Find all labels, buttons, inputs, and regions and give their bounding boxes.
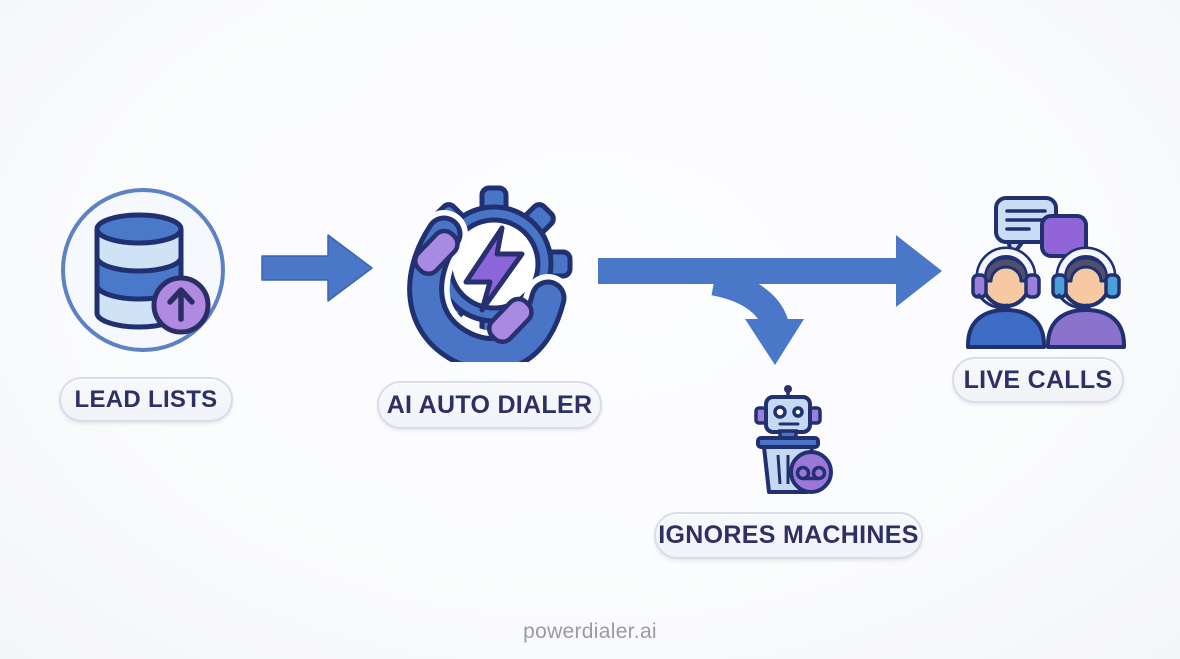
label-live-calls: LIVE CALLS (952, 357, 1124, 403)
robot-trash-voicemail-icon (754, 385, 833, 494)
brand-footer: powerdialer.ai (0, 620, 1180, 644)
upload-arrow-badge (151, 275, 211, 335)
agent-right (1046, 246, 1126, 349)
voicemail-badge (789, 450, 833, 494)
label-lead-lists-text: LEAD LISTS (74, 385, 218, 413)
lightning-bolt (463, 225, 525, 313)
main-arrow-right (598, 235, 942, 307)
arrow-lead-to-dialer (261, 234, 373, 302)
branch-curve (711, 268, 788, 329)
label-ai-auto-dialer: AI AUTO DIALER (377, 381, 602, 429)
agent-left (966, 246, 1046, 349)
support-agents-chat-icon (966, 196, 1126, 349)
label-lead-lists: LEAD LISTS (59, 377, 233, 422)
database-upload-icon (61, 188, 225, 352)
arrow-dialer-to-livecalls-with-branch (598, 235, 942, 365)
branch-arrowhead-down (745, 319, 804, 365)
brand-text: powerdialer.ai (523, 620, 657, 643)
robot-head (754, 385, 822, 441)
label-ai-auto-dialer-text: AI AUTO DIALER (386, 390, 593, 419)
label-ignores-machines-text: IGNORES MACHINES (658, 521, 919, 549)
label-ignores-machines: IGNORES MACHINES (654, 512, 923, 559)
phone-gear-lightning-icon (401, 185, 573, 362)
label-live-calls-text: LIVE CALLS (963, 365, 1113, 394)
phone-handset (401, 210, 572, 362)
